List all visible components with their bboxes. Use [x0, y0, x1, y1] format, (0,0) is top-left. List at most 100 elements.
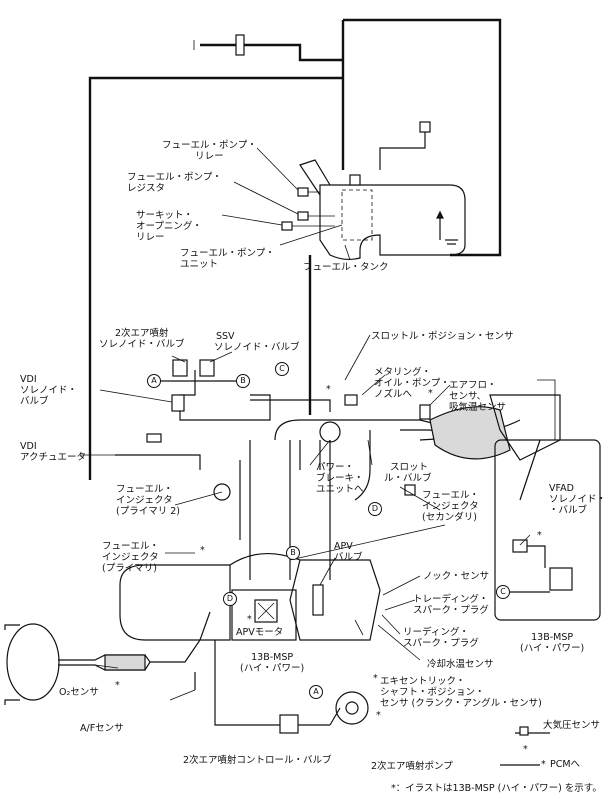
label-line: リレー	[195, 151, 224, 162]
label-pcm: PCMへ	[550, 759, 581, 770]
label-line: サーキット・	[136, 210, 194, 221]
label-line: エキセントリック・	[380, 676, 466, 687]
label-line: ル・バルブ	[384, 473, 432, 484]
label-line: フューエル・	[116, 484, 174, 495]
relays	[281, 187, 335, 231]
label-line: 13B-MSP	[251, 652, 294, 663]
label-line: スパーク・プラグ	[403, 638, 479, 649]
label-line: パワー・	[316, 462, 355, 473]
marker-b-circle: B	[286, 546, 300, 560]
label-line: フューエル・	[102, 541, 160, 552]
label-vdi-actuator: VDI アクチュエータ	[20, 441, 86, 463]
label-line: (プライマリ)	[102, 563, 157, 574]
label-secondary-air-solenoid: 2次エア噴射 ソレノイド・バルブ	[99, 328, 185, 350]
label-vdi-solenoid: VDI ソレノイド・ バルブ	[20, 374, 77, 407]
label-line: バルブ	[20, 396, 49, 407]
asterisk-mark: *	[428, 388, 433, 399]
marker-c-circle: C	[275, 362, 289, 376]
label-line: (ハイ・パワー)	[520, 643, 585, 654]
label-line: 13B-MSP	[531, 632, 574, 643]
label-line: フューエル・ポンプ・	[162, 140, 257, 151]
asterisk-mark: *	[247, 614, 252, 625]
label-msp-right: 13B-MSP (ハイ・パワー)	[520, 632, 584, 654]
label-footnote: *：イラストは13B-MSP (ハイ・パワー) を示す。	[391, 783, 602, 794]
label-line: オイル・ポンプ・	[374, 378, 450, 389]
asterisk-mark: *	[200, 545, 205, 556]
asterisk-mark: *	[326, 384, 331, 395]
label-line: 吸気温センサ	[449, 402, 507, 413]
label-line: フューエル・ポンプ・	[127, 172, 222, 183]
vacuum-lines	[115, 359, 341, 501]
legend	[500, 726, 550, 766]
label-af-sensor: A/Fセンサ	[80, 723, 124, 734]
marker-a-circle: A	[309, 685, 323, 699]
label-line: SSV	[216, 331, 235, 342]
asterisk-mark: *	[523, 744, 528, 755]
label-ssv-solenoid: SSV ソレノイド・バルブ	[214, 331, 300, 353]
label-throttle-position-sensor: スロットル・ポジション・センサ	[371, 331, 514, 342]
label-leading-spark-plug: リーディング・ スパーク・プラグ	[403, 627, 479, 649]
label-line: (ハイ・パワー)	[240, 663, 305, 674]
label-line: トレーディング・	[413, 594, 489, 605]
label-line: インジェクタ	[116, 495, 173, 506]
label-circuit-opening-relay: サーキット・ オープニング・ リレー	[136, 210, 202, 243]
label-line: シャフト・ポジション・	[380, 687, 485, 698]
label-line: VDI	[20, 441, 37, 452]
legend-asterisk: *	[541, 759, 546, 770]
label-line: VFAD	[549, 483, 574, 494]
fuel-lines	[88, 18, 502, 480]
label-coolant-temp-sensor: 冷却水温センサ	[427, 659, 494, 670]
marker-d-circle: D	[223, 592, 237, 606]
label-knock-sensor: ノック・センサ	[423, 571, 490, 582]
exhaust	[4, 611, 211, 705]
secondary-air	[214, 640, 369, 734]
leader-lines	[80, 147, 531, 701]
label-apv-valve: APV バルブ	[334, 541, 363, 563]
asterisk-mark: *	[373, 673, 378, 684]
label-fuel-pump-resistor: フューエル・ポンプ・ レジスタ	[127, 172, 222, 194]
marker-d-circle: D	[368, 502, 382, 516]
label-line: (プライマリ 2)	[116, 506, 180, 517]
label-line: ノズルへ	[374, 389, 413, 400]
label-fuel-injector-secondary: フューエル・ インジェクタ (セカンダリ)	[422, 490, 479, 523]
label-line: メタリング・	[374, 367, 432, 378]
label-eccentric-shaft-sensor: エキセントリック・ シャフト・ポジション・ センサ (クランク・アングル・センサ…	[380, 676, 542, 709]
label-line: フューエル・ポンプ・	[180, 248, 275, 259]
label-line: ソレノイド・バルブ	[214, 342, 300, 353]
vfad-box	[494, 439, 601, 621]
label-line: ・バルブ	[549, 505, 588, 516]
label-line: センサ (クランク・アングル・センサ)	[380, 698, 542, 709]
label-line: ソレノイド・	[20, 385, 78, 396]
label-line: 2次エア噴射	[114, 328, 169, 339]
label-atmos-pressure-sensor: 大気圧センサ	[543, 720, 601, 731]
label-apv-motor: APVモータ	[236, 627, 284, 638]
intake-system	[239, 379, 561, 580]
asterisk-mark: *	[115, 680, 120, 691]
label-secondary-air-pump: 2次エア噴射ポンプ	[371, 761, 453, 772]
asterisk-mark: *	[537, 530, 542, 541]
label-fuel-pump-unit: フューエル・ポンプ・ ユニット	[180, 248, 275, 270]
label-vfad-solenoid: VFAD ソレノイド・ ・バルブ	[549, 483, 606, 516]
label-line: レジスタ	[127, 183, 166, 194]
engine-block	[119, 552, 381, 641]
label-line: APV	[334, 541, 353, 552]
label-line: スロット	[390, 462, 429, 473]
label-line: ブレーキ・	[316, 473, 364, 484]
marker-c-circle: C	[496, 585, 510, 599]
label-throttle-valve: スロット ル・バルブ	[384, 462, 432, 484]
fuel-tank	[299, 159, 466, 261]
label-secondary-air-control-valve: 2次エア噴射コントロール・バルブ	[183, 755, 332, 766]
label-line: ユニット	[180, 259, 219, 270]
label-line: ソレノイド・バルブ	[99, 339, 185, 350]
label-line: バルブ	[334, 552, 363, 563]
label-line: リレー	[136, 232, 165, 243]
label-line: アクチュエータ	[20, 452, 87, 463]
label-metering-oil-pump: メタリング・ オイル・ポンプ・ ノズルへ	[374, 367, 450, 400]
label-line: オープニング・	[136, 221, 202, 232]
label-line: インジェクタ	[102, 552, 159, 563]
label-fuel-pump-relay: フューエル・ポンプ・ リレー	[162, 140, 257, 162]
marker-a-circle: A	[147, 374, 161, 388]
label-airflow-sensor: エアフロ・ センサ、 吸気温センサ	[449, 380, 506, 413]
label-line: スパーク・プラグ	[413, 605, 489, 616]
